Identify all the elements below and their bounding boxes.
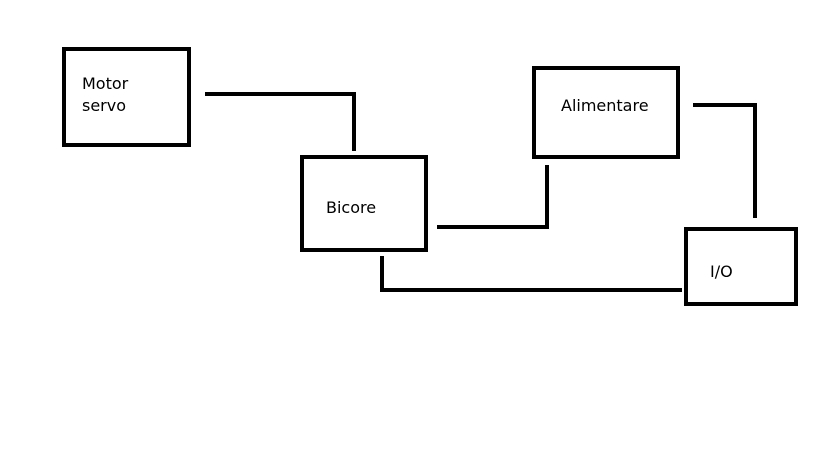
node-label: Motor servo xyxy=(82,73,128,117)
node-io: I/O xyxy=(684,227,798,306)
node-alimentare: Alimentare xyxy=(532,66,680,159)
connector-alimentare-io xyxy=(693,103,757,218)
label-line: I/O xyxy=(710,262,733,281)
label-line: Motor xyxy=(82,74,129,93)
connector-bicore-alimentare xyxy=(437,165,549,229)
connector-motor-bicore xyxy=(205,92,356,151)
connector-io-bicore xyxy=(380,256,682,292)
label-line: servo xyxy=(82,96,127,115)
label-line: Bicore xyxy=(326,198,377,217)
node-label: Alimentare xyxy=(561,95,649,117)
node-motor-servo: Motor servo xyxy=(62,47,191,147)
label-line: Alimentare xyxy=(561,96,649,115)
node-label: Bicore xyxy=(326,197,376,219)
node-bicore: Bicore xyxy=(300,155,428,252)
node-label: I/O xyxy=(710,261,733,283)
